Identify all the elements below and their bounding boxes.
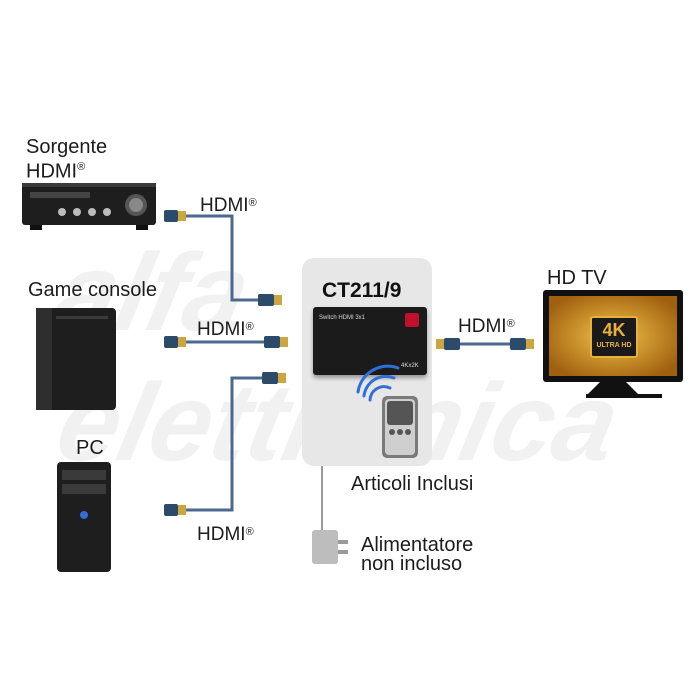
source-label-line2: HDMI® bbox=[26, 160, 86, 183]
hdmi-label-console: HDMI® bbox=[197, 319, 254, 340]
included-items-label: Articoli Inclusi bbox=[351, 473, 474, 495]
hdmi-label-pc: HDMI® bbox=[197, 524, 254, 545]
power-label-line1: Alimentatore bbox=[361, 534, 474, 556]
pc-label: PC bbox=[76, 437, 104, 459]
power-label-line2: non incluso bbox=[361, 553, 463, 575]
remote-control-icon bbox=[382, 396, 418, 458]
hdmi-label-source: HDMI® bbox=[200, 195, 257, 216]
pc-tower-icon bbox=[57, 462, 111, 572]
console-label: Game console bbox=[28, 279, 157, 301]
hdmi-connector-icon bbox=[436, 338, 460, 350]
hdmi-connector-icon bbox=[262, 372, 286, 384]
source-hdmi-cable bbox=[184, 214, 258, 302]
game-console-icon bbox=[36, 308, 116, 410]
hdmi-connector-icon bbox=[164, 210, 186, 222]
wireless-signal-icon bbox=[356, 364, 400, 402]
hdmi-connector-icon bbox=[258, 294, 282, 306]
hdmi-connector-icon bbox=[510, 338, 534, 350]
hdmi-connector-icon bbox=[164, 336, 186, 348]
product-code: CT211/9 bbox=[322, 279, 402, 302]
hdmi-label-tv: HDMI® bbox=[458, 316, 515, 337]
hdmi-switch-device: Switch HDMI 3x1 4Kx2K bbox=[313, 307, 427, 375]
hdmi-connector-icon bbox=[264, 336, 288, 348]
4k-badge-icon: 4K ULTRA HD bbox=[590, 316, 638, 358]
hdmi-connector-icon bbox=[164, 504, 186, 516]
pc-hdmi-cable bbox=[184, 376, 262, 512]
av-receiver-icon bbox=[22, 183, 156, 230]
tv-label: HD TV bbox=[547, 267, 607, 289]
switch-resolution-text: 4Kx2K bbox=[401, 363, 419, 369]
source-label-line1: Sorgente bbox=[26, 136, 108, 158]
brand-logo-icon bbox=[405, 313, 419, 327]
switch-device-text: Switch HDMI 3x1 bbox=[319, 315, 366, 321]
power-adapter-icon bbox=[312, 530, 348, 564]
